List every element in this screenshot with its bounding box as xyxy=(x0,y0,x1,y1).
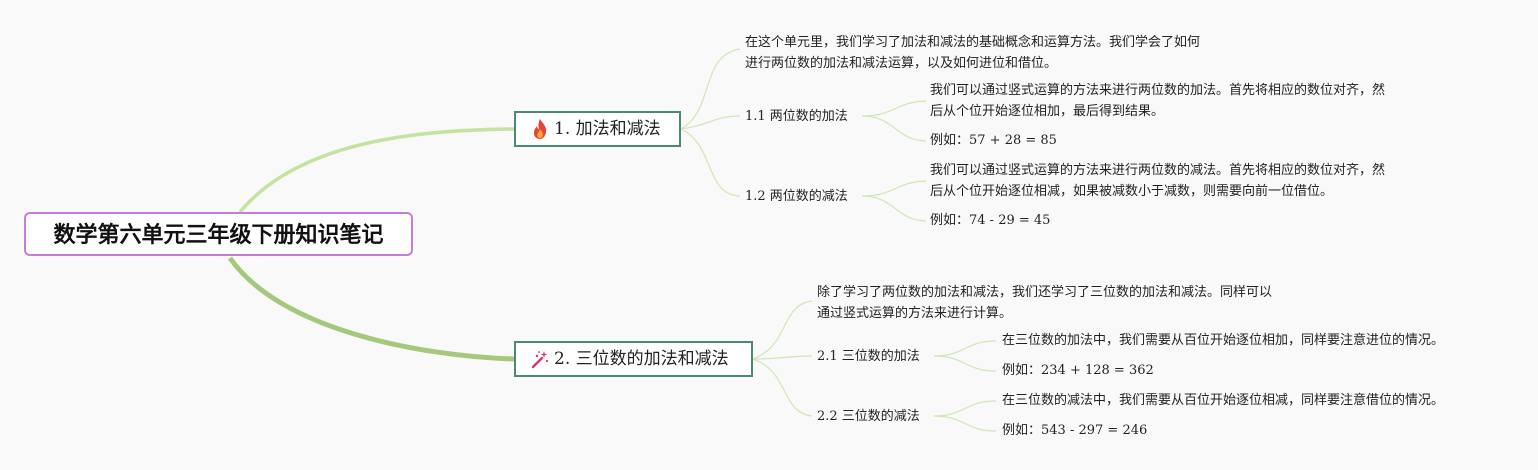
connector-b2-intro xyxy=(752,300,813,360)
connector-sub12-desc xyxy=(861,180,927,197)
text-line: 进行两位数的加法和减法运算，以及如何进位和借位。 xyxy=(745,56,1058,71)
fire-icon xyxy=(530,118,550,140)
connector-sub21-example xyxy=(933,355,997,372)
connector-sub21-desc xyxy=(933,340,997,357)
connector-sub22-example xyxy=(933,415,997,432)
connector-root-branch1 xyxy=(238,127,515,214)
text-line: 在这个单元里，我们学习了加法和减法的基础概念和运算方法。我们学会了如何 xyxy=(745,35,1201,50)
root-topic[interactable]: 数学第六单元三年级下册知识笔记 xyxy=(24,212,413,256)
branch-topic-label: 1. 加法和减法 xyxy=(554,119,661,139)
connector-root-branch2 xyxy=(227,256,515,362)
connector-sub11-desc xyxy=(861,100,927,117)
branch-topic-addition-subtraction[interactable]: 1. 加法和减法 xyxy=(514,111,681,147)
branch-topic-three-digit[interactable]: 2. 三位数的加法和减法 xyxy=(514,341,753,377)
subtopic-two-digit-addition[interactable]: 1.1 两位数的加法 xyxy=(745,109,848,124)
magic-wand-icon xyxy=(530,348,550,370)
subtopic-three-digit-addition-example[interactable]: 例如：234 + 128 = 362 xyxy=(1002,363,1154,378)
branch2-intro-text[interactable]: 除了学习了两位数的加法和减法，我们还学习了三位数的加法和减法。同样可以 通过竖式… xyxy=(817,282,1272,324)
subtopic-two-digit-subtraction-example[interactable]: 例如：74 - 29 = 45 xyxy=(930,213,1051,228)
subtopic-three-digit-addition-desc[interactable]: 在三位数的加法中，我们需要从百位开始逐位相加，同样要注意进位的情况。 xyxy=(1002,333,1445,348)
connector-b1-intro xyxy=(680,48,741,130)
subtopic-two-digit-subtraction-desc[interactable]: 我们可以通过竖式运算的方法来进行两位数的减法。首先将相应的数位对齐，然 后从个位… xyxy=(930,160,1385,202)
branch-topic-label: 2. 三位数的加法和减法 xyxy=(554,349,729,369)
text-line: 后从个位开始逐位相减，如果被减数小于减数，则需要向前一位借位。 xyxy=(930,184,1334,199)
text-line: 除了学习了两位数的加法和减法，我们还学习了三位数的加法和减法。同样可以 xyxy=(817,285,1273,300)
connector-sub12-example xyxy=(861,195,927,222)
text-line: 通过竖式运算的方法来进行计算。 xyxy=(817,306,1013,321)
subtopic-three-digit-subtraction-desc[interactable]: 在三位数的减法中，我们需要从百位开始逐位相减，同样要注意借位的情况。 xyxy=(1002,393,1445,408)
subtopic-two-digit-addition-desc[interactable]: 我们可以通过竖式运算的方法来进行两位数的加法。首先将相应的数位对齐，然 后从个位… xyxy=(930,80,1385,122)
subtopic-two-digit-addition-example[interactable]: 例如：57 + 28 = 85 xyxy=(930,133,1057,148)
connector-b2-sub1 xyxy=(752,355,813,360)
connector-sub11-example xyxy=(861,115,927,142)
subtopic-three-digit-subtraction-example[interactable]: 例如：543 - 297 = 246 xyxy=(1002,423,1148,438)
connector-b1-sub2 xyxy=(680,128,741,197)
subtopic-three-digit-addition[interactable]: 2.1 三位数的加法 xyxy=(817,349,920,364)
connector-b1-sub1 xyxy=(680,115,741,130)
connector-sub22-desc xyxy=(933,400,997,417)
text-line: 我们可以通过竖式运算的方法来进行两位数的减法。首先将相应的数位对齐，然 xyxy=(930,163,1386,178)
connector-b2-sub2 xyxy=(752,358,813,417)
text-line: 我们可以通过竖式运算的方法来进行两位数的加法。首先将相应的数位对齐，然 xyxy=(930,83,1386,98)
subtopic-two-digit-subtraction[interactable]: 1.2 两位数的减法 xyxy=(745,189,848,204)
text-line: 后从个位开始逐位相加，最后得到结果。 xyxy=(930,104,1165,119)
branch1-intro-text[interactable]: 在这个单元里，我们学习了加法和减法的基础概念和运算方法。我们学会了如何 进行两位… xyxy=(745,32,1200,74)
subtopic-three-digit-subtraction[interactable]: 2.2 三位数的减法 xyxy=(817,409,920,424)
